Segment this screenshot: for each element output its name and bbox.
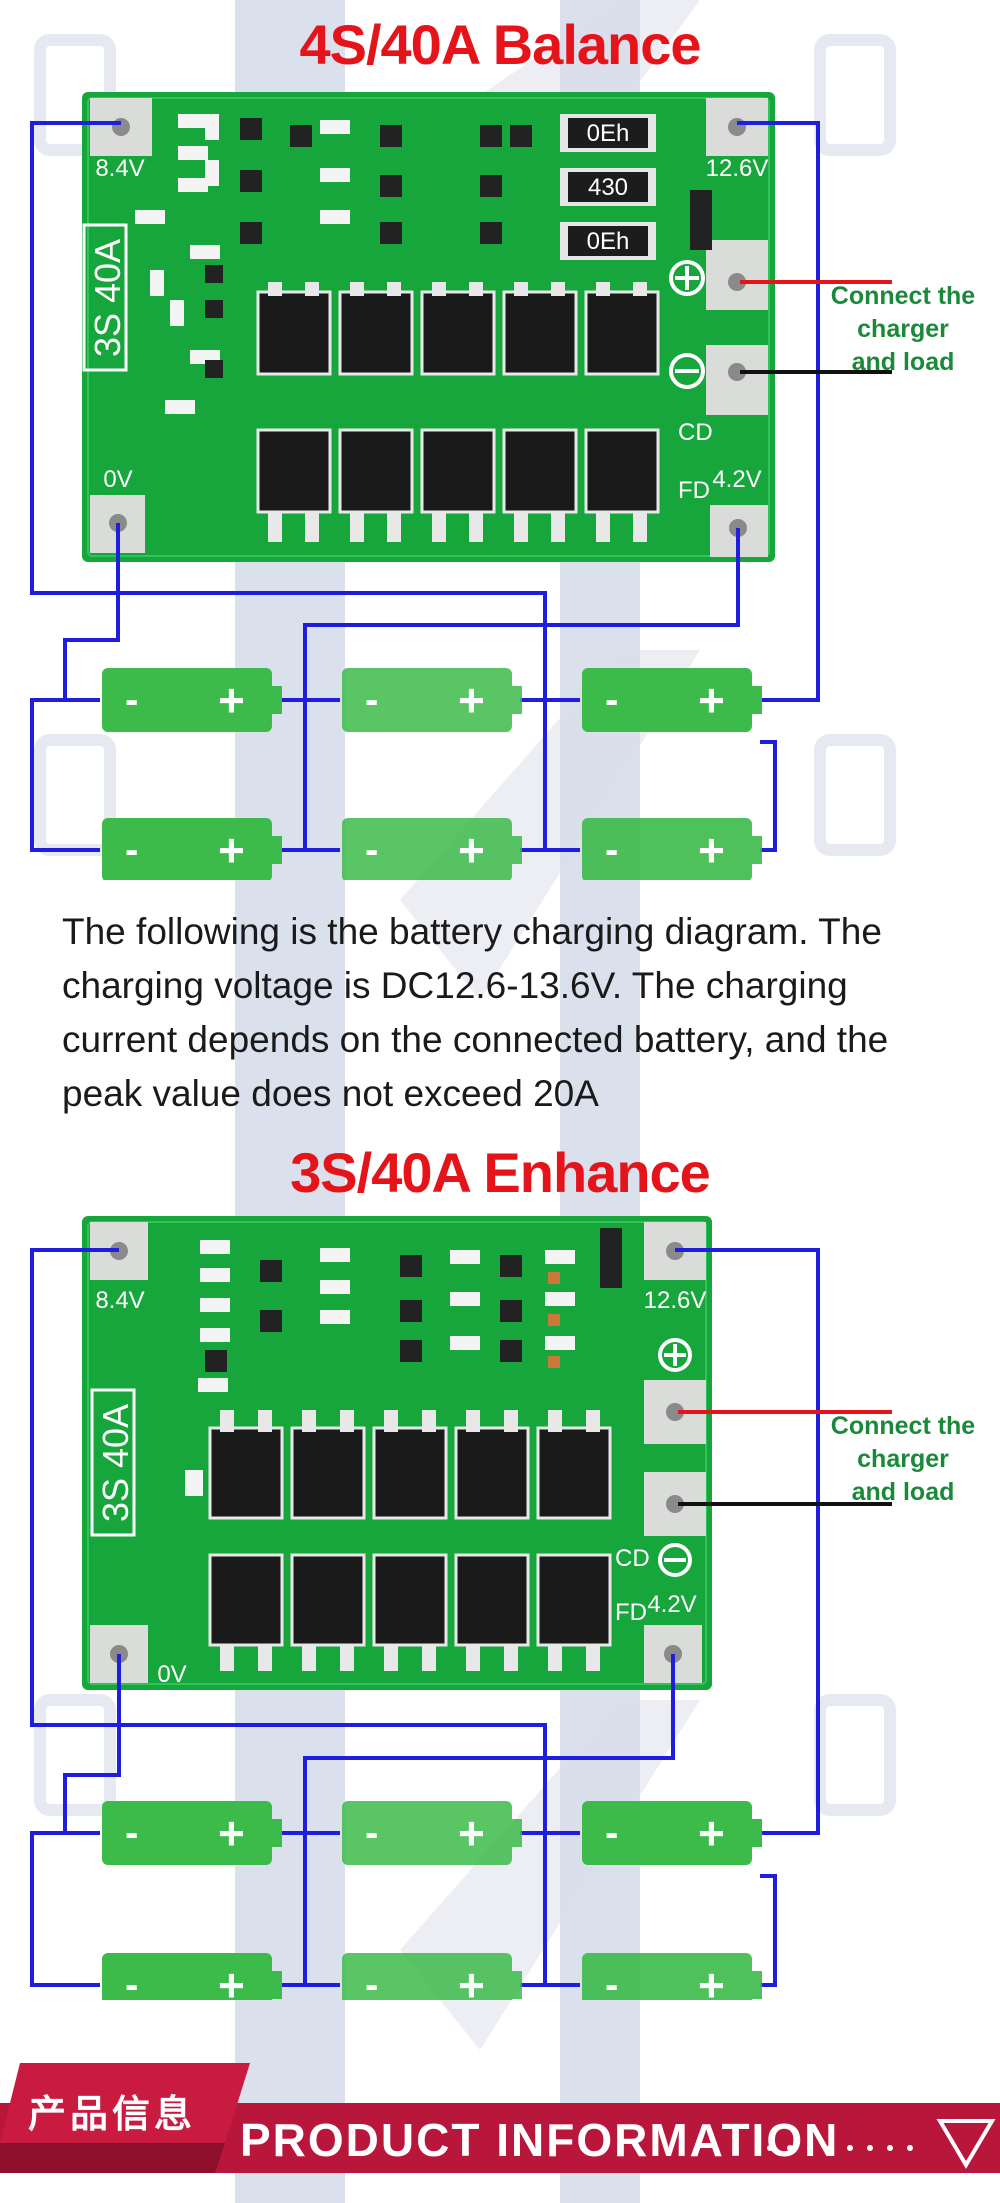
mosfet-array xyxy=(256,282,660,542)
balance-board-diagram: 0Eh 430 0Eh 3S 40A 8.4V 12.6V 0V 4.2V CD… xyxy=(30,92,892,880)
battery-plus: + xyxy=(698,674,725,726)
battery-minus: - xyxy=(365,1963,378,2000)
battery-plus: + xyxy=(218,1807,245,1859)
note-line: and load xyxy=(851,1478,955,1506)
board-mark: 3S 40A xyxy=(95,1404,136,1522)
note-line: Connect the xyxy=(830,282,976,310)
board-mark: 3S 40A xyxy=(87,239,128,357)
battery-row-upper: - + - + - + xyxy=(102,668,762,732)
battery-row-lower: - + - + - + xyxy=(102,1953,762,2000)
shunt-resistors xyxy=(560,114,656,260)
banner-shape xyxy=(0,2063,1000,2173)
product-information-banner: 产品信息 PRODUCT INFORMATION xyxy=(0,2063,1000,2203)
pin-label-0v: 0V xyxy=(103,466,132,493)
battery-plus: + xyxy=(218,674,245,726)
battery-plus: + xyxy=(458,674,485,726)
battery-minus: - xyxy=(125,1963,138,2000)
battery-plus: + xyxy=(698,824,725,876)
cd-mark: CD xyxy=(615,1545,650,1572)
battery-minus: - xyxy=(365,1811,378,1855)
battery-minus: - xyxy=(125,1811,138,1855)
charging-description: The following is the battery charging di… xyxy=(62,911,889,1114)
cd-mark: CD xyxy=(678,419,713,446)
fd-mark: FD xyxy=(615,1599,647,1626)
resistor-label-3: 0Eh xyxy=(587,228,630,255)
battery-minus: - xyxy=(125,678,138,722)
pin-label-4v2: 4.2V xyxy=(647,1591,696,1618)
resistor-label-1: 0Eh xyxy=(587,120,630,147)
pin-label-4v2: 4.2V xyxy=(712,466,761,493)
resistor-label-2: 430 xyxy=(588,174,628,201)
minus-symbol xyxy=(658,1543,692,1577)
connect-note-bottom: Connect the charger and load xyxy=(818,1410,988,1509)
fd-mark: FD xyxy=(678,477,710,504)
battery-plus: + xyxy=(458,1959,485,2000)
note-line: and load xyxy=(851,348,955,376)
battery-minus: - xyxy=(605,1811,618,1855)
pin-label-0v: 0V xyxy=(157,1661,186,1688)
battery-minus: - xyxy=(605,1963,618,2000)
dotted-leader xyxy=(767,2145,913,2151)
battery-plus: + xyxy=(458,1807,485,1859)
battery-minus: - xyxy=(605,678,618,722)
triangle-arrow-icon xyxy=(936,2119,996,2169)
pin-label-12v6: 12.6V xyxy=(644,1287,707,1314)
banner-en-text: PRODUCT INFORMATION xyxy=(240,2114,840,2166)
plus-symbol xyxy=(658,1338,692,1372)
pin-label-12v6: 12.6V xyxy=(706,155,769,182)
battery-minus: - xyxy=(365,678,378,722)
battery-plus: + xyxy=(218,1959,245,2000)
pin-label-8v4: 8.4V xyxy=(95,155,144,182)
note-line: Connect the xyxy=(830,1412,976,1440)
banner-cn-text: 产品信息 xyxy=(28,2092,197,2136)
enhance-wiring xyxy=(30,1248,820,1987)
battery-minus: - xyxy=(125,828,138,872)
battery-plus: + xyxy=(698,1807,725,1859)
connect-note-top: Connect the charger and load xyxy=(818,280,988,379)
battery-plus: + xyxy=(218,824,245,876)
battery-plus: + xyxy=(458,824,485,876)
battery-row-upper: - + - + - + xyxy=(102,1801,762,1865)
battery-row-lower: - + - + - + xyxy=(102,818,762,880)
note-line: charger xyxy=(857,1445,949,1473)
enhance-title: 3S/40A Enhance xyxy=(290,1141,711,1204)
battery-plus: + xyxy=(698,1959,725,2000)
enhance-board-diagram: 3S 40A 8.4V 12.6V 0V 4.2V CD FD - + - + … xyxy=(30,1216,892,2000)
plus-symbol xyxy=(669,260,705,296)
pin-label-8v4: 8.4V xyxy=(95,1287,144,1314)
minus-symbol xyxy=(669,353,705,389)
balance-title: 4S/40A Balance xyxy=(299,13,701,76)
balance-wiring xyxy=(30,121,820,852)
mosfet-array xyxy=(208,1410,612,1671)
note-line: charger xyxy=(857,315,949,343)
battery-minus: - xyxy=(605,828,618,872)
battery-minus: - xyxy=(365,828,378,872)
